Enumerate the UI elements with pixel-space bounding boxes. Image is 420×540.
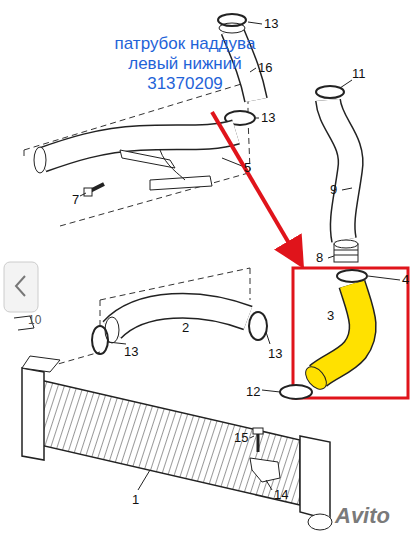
callout-number: 13 xyxy=(264,16,278,31)
pipe-2 xyxy=(105,306,248,343)
callout-number: 3 xyxy=(327,308,334,323)
hose-clamp xyxy=(92,326,108,354)
part-description: патрубок наддува левый нижний 31370209 xyxy=(100,34,270,94)
highlight-frame xyxy=(293,268,408,398)
intercooler xyxy=(22,356,332,530)
bolt-15 xyxy=(253,428,263,452)
callout-number: 5 xyxy=(244,160,251,175)
hose-clamp xyxy=(316,86,344,98)
pipe-9 xyxy=(328,100,351,240)
callout-number: 2 xyxy=(182,320,189,335)
pipe-3 xyxy=(302,284,363,393)
callout-number: 10 xyxy=(28,313,41,328)
watermark: Avito xyxy=(335,508,390,523)
callout-number: 16 xyxy=(258,60,272,75)
callout-number: 14 xyxy=(274,487,288,502)
callout-number: 11 xyxy=(352,66,366,81)
hose-clamp xyxy=(337,270,367,282)
callout-number: 7 xyxy=(72,192,79,207)
callout-number: 13 xyxy=(124,344,138,359)
hose-clamp xyxy=(249,312,267,340)
callout-number: 15 xyxy=(234,430,248,445)
bolt xyxy=(84,184,104,196)
dashed-frame xyxy=(30,268,250,372)
callout-number: 9 xyxy=(330,182,337,197)
hose-clamp xyxy=(280,385,312,399)
callout-number: 13 xyxy=(268,346,282,361)
pipe-5 xyxy=(34,132,236,190)
callout-number: 13 xyxy=(261,110,275,125)
dashed-frame xyxy=(24,82,252,226)
bracket-14 xyxy=(250,458,280,482)
callout-number: 1 xyxy=(132,492,139,507)
nav-button xyxy=(4,262,38,312)
pointer-arrow xyxy=(212,112,300,262)
callout-number: 12 xyxy=(246,384,260,399)
callout-number: 8 xyxy=(316,250,323,265)
hose-clamp xyxy=(218,14,246,26)
leader-line xyxy=(80,22,400,490)
callout-number: 4 xyxy=(402,272,409,287)
connector-8 xyxy=(334,240,358,262)
